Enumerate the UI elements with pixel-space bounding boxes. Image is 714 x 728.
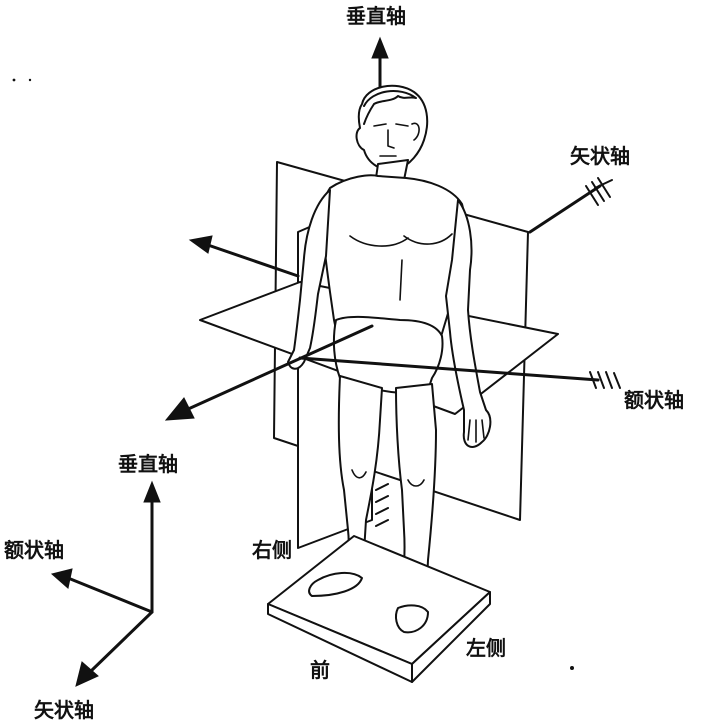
figure-ear — [411, 122, 420, 141]
main-frontal-axis-label: 额状轴 — [624, 388, 684, 412]
left-side-label: 左侧 — [466, 636, 506, 660]
main-vertical-axis-label: 垂直轴 — [346, 4, 406, 28]
speck — [12, 78, 16, 82]
axes-legend — [50, 480, 161, 687]
sagittal-axis-front-arrowhead — [164, 397, 195, 421]
human-figure — [287, 84, 492, 632]
speck — [28, 78, 32, 82]
figure-chest-lines — [349, 233, 453, 301]
legend-frontal-axis-label: 额状轴 — [4, 538, 64, 562]
main-frontal-axis-right — [298, 356, 621, 389]
legend-frontal-arrowhead — [50, 568, 73, 589]
main-frontal-axis-left — [188, 235, 300, 278]
frontal-axis-feathers — [589, 371, 621, 389]
figure-right-arm — [287, 189, 331, 370]
speck — [570, 666, 574, 670]
figure-left-arm — [445, 199, 492, 448]
frontal-axis-left-arrowhead — [188, 235, 213, 254]
right-side-label: 右侧 — [252, 538, 292, 562]
legend-sagittal-axis-label: 矢状轴 — [34, 698, 94, 722]
front-label: 前 — [310, 658, 330, 682]
figure-hair — [363, 90, 417, 125]
main-sagittal-axis-front — [164, 324, 374, 421]
floor-platform — [267, 535, 491, 683]
sagittal-axis-feathers — [585, 177, 613, 206]
figure-face — [373, 123, 409, 157]
platform-top — [267, 535, 491, 665]
figure-left-hand — [467, 419, 485, 443]
main-vertical-axis — [371, 36, 389, 90]
figure-left-foot — [395, 604, 429, 634]
figure-knee-lines — [351, 469, 425, 487]
vertical-axis-arrowhead — [371, 36, 389, 59]
main-sagittal-axis-label: 矢状轴 — [570, 144, 630, 168]
figure-right-foot — [308, 572, 363, 597]
legend-vertical-arrowhead — [143, 480, 161, 503]
sagittal-axis-tail-feathers — [375, 483, 389, 527]
legend-sagittal-arrowhead — [75, 661, 99, 687]
platform-side-edge — [411, 591, 491, 683]
main-sagittal-axis-back — [528, 177, 613, 234]
legend-vertical-axis-label: 垂直轴 — [118, 452, 178, 476]
